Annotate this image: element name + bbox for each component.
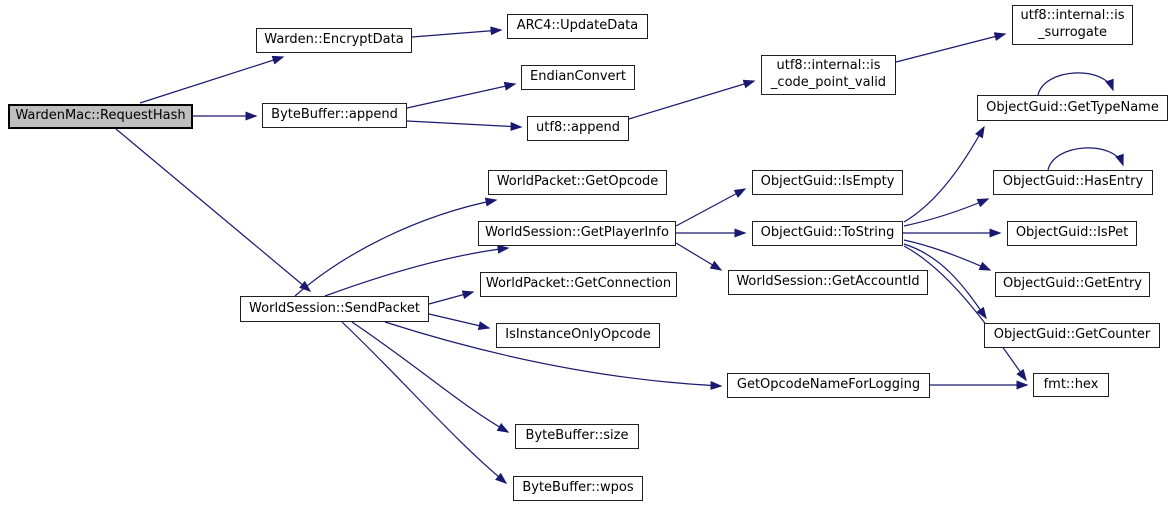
graph-node-label: IsInstanceOnlyOpcode xyxy=(505,327,651,343)
call-edge-sendpacket-to-getopcodename xyxy=(384,321,723,390)
call-edge-getplayerinfo-to-getaccountid xyxy=(675,242,723,271)
call-edge-tostring-to-getentry xyxy=(903,239,992,271)
call-edge-utf8append-to-codepoint xyxy=(628,79,756,120)
call-edge-requesthash-to-encryptdata xyxy=(139,55,285,104)
graph-node-ispet[interactable]: ObjectGuid::IsPet xyxy=(1007,221,1137,246)
graph-node-getopcodename[interactable]: GetOpcodeNameForLogging xyxy=(727,373,930,398)
graph-node-wpos[interactable]: ByteBuffer::wpos xyxy=(513,476,643,501)
graph-node-size[interactable]: ByteBuffer::size xyxy=(515,424,639,449)
graph-node-fmthex[interactable]: fmt::hex xyxy=(1033,373,1109,397)
call-edge-tostring-to-hasentry xyxy=(903,198,990,227)
graph-node-label: WorldSession::SendPacket xyxy=(249,300,420,316)
graph-node-label: ByteBuffer::wpos xyxy=(522,480,634,496)
call-edge-sendpacket-to-getplayerinfo xyxy=(324,244,510,297)
call-edge-sendpacket-to-getopcode xyxy=(294,197,498,297)
graph-node-label: fmt::hex xyxy=(1043,376,1099,392)
graph-node-label: ByteBuffer::append xyxy=(271,107,398,123)
call-edge-append-to-endianconvert xyxy=(406,81,517,109)
graph-node-getconnection[interactable]: WorldPacket::GetConnection xyxy=(480,272,677,297)
graph-node-getentry[interactable]: ObjectGuid::GetEntry xyxy=(995,272,1150,297)
graph-node-label: EndianConvert xyxy=(530,69,626,85)
graph-node-updatedata[interactable]: ARC4::UpdateData xyxy=(507,14,648,39)
graph-node-requesthash[interactable]: WardenMac::RequestHash xyxy=(8,104,193,129)
graph-node-label: WorldPacket::GetOpcode xyxy=(496,174,659,190)
graph-node-hasentry[interactable]: ObjectGuid::HasEntry xyxy=(993,170,1153,195)
self-loop-edge-gettypename-to-gettypename xyxy=(1037,72,1114,96)
graph-node-gettypename[interactable]: ObjectGuid::GetTypeName xyxy=(977,95,1168,121)
graph-node-label: ByteBuffer::size xyxy=(525,428,629,444)
graph-node-label: GetOpcodeNameForLogging xyxy=(736,377,921,393)
call-edge-sendpacket-to-getconnection xyxy=(428,290,475,305)
graph-node-label: ObjectGuid::GetEntry xyxy=(1002,276,1143,292)
graph-node-label: ObjectGuid::ToString xyxy=(760,225,895,241)
call-edge-tostring-to-getcounter xyxy=(903,243,987,320)
call-edge-sendpacket-to-size xyxy=(351,321,510,433)
graph-node-isinstance[interactable]: IsInstanceOnlyOpcode xyxy=(496,323,660,348)
call-edge-tostring-to-gettypename xyxy=(903,125,985,223)
self-loop-edge-hasentry-to-hasentry xyxy=(1047,147,1124,171)
graph-node-sendpacket[interactable]: WorldSession::SendPacket xyxy=(240,296,429,322)
graph-node-label: ObjectGuid::GetCounter xyxy=(993,327,1151,343)
graph-node-label: _surrogate xyxy=(1038,25,1107,40)
graph-node-label: WardenMac::RequestHash xyxy=(15,108,186,124)
call-edge-getplayerinfo-to-isempty xyxy=(675,188,747,227)
graph-node-label: ObjectGuid::GetTypeName xyxy=(986,99,1159,115)
call-edge-tostring-to-fmthex xyxy=(903,245,1027,382)
graph-node-surrogate[interactable]: utf8::internal::is_surrogate xyxy=(1012,5,1133,45)
graph-node-encryptdata[interactable]: Warden::EncryptData xyxy=(256,28,412,53)
call-edge-sendpacket-to-wpos xyxy=(341,321,508,484)
graph-node-label: Warden::EncryptData xyxy=(264,32,404,48)
graph-node-label: WorldSession::GetAccountId xyxy=(736,274,920,290)
graph-node-label: ObjectGuid::HasEntry xyxy=(1002,174,1144,190)
graph-node-label: utf8::append xyxy=(536,120,620,136)
call-edge-sendpacket-to-isinstance xyxy=(428,313,491,330)
graph-node-getaccountid[interactable]: WorldSession::GetAccountId xyxy=(728,270,928,295)
call-edge-encryptdata-to-updatedata xyxy=(411,26,503,38)
graph-node-append[interactable]: ByteBuffer::append xyxy=(262,103,407,128)
call-edge-append-to-utf8append xyxy=(406,120,523,131)
graph-node-label: WorldPacket::GetConnection xyxy=(485,276,672,292)
call-edge-requesthash-to-sendpacket xyxy=(115,128,312,292)
graph-node-label: utf8::internal::is xyxy=(1020,8,1125,24)
graph-node-utf8append[interactable]: utf8::append xyxy=(527,116,629,141)
graph-node-endianconvert[interactable]: EndianConvert xyxy=(521,65,635,90)
graph-node-getopcode[interactable]: WorldPacket::GetOpcode xyxy=(488,170,667,195)
edges-group xyxy=(115,26,1124,484)
graph-node-label: ObjectGuid::IsPet xyxy=(1015,225,1129,241)
graph-node-getplayerinfo[interactable]: WorldSession::GetPlayerInfo xyxy=(478,221,676,246)
graph-node-isempty[interactable]: ObjectGuid::IsEmpty xyxy=(752,170,903,195)
graph-node-label: _code_point_valid xyxy=(770,75,887,90)
graph-node-label: utf8::internal::is xyxy=(776,58,881,74)
graph-node-label: ObjectGuid::IsEmpty xyxy=(760,174,895,190)
graph-node-label: ARC4::UpdateData xyxy=(516,18,639,34)
graph-node-tostring[interactable]: ObjectGuid::ToString xyxy=(752,221,903,246)
graph-node-codepoint[interactable]: utf8::internal::is_code_point_valid xyxy=(761,55,896,95)
graph-node-getcounter[interactable]: ObjectGuid::GetCounter xyxy=(984,323,1160,348)
graph-node-label: WorldSession::GetPlayerInfo xyxy=(485,225,669,241)
call-edge-codepoint-to-surrogate xyxy=(895,32,1007,63)
